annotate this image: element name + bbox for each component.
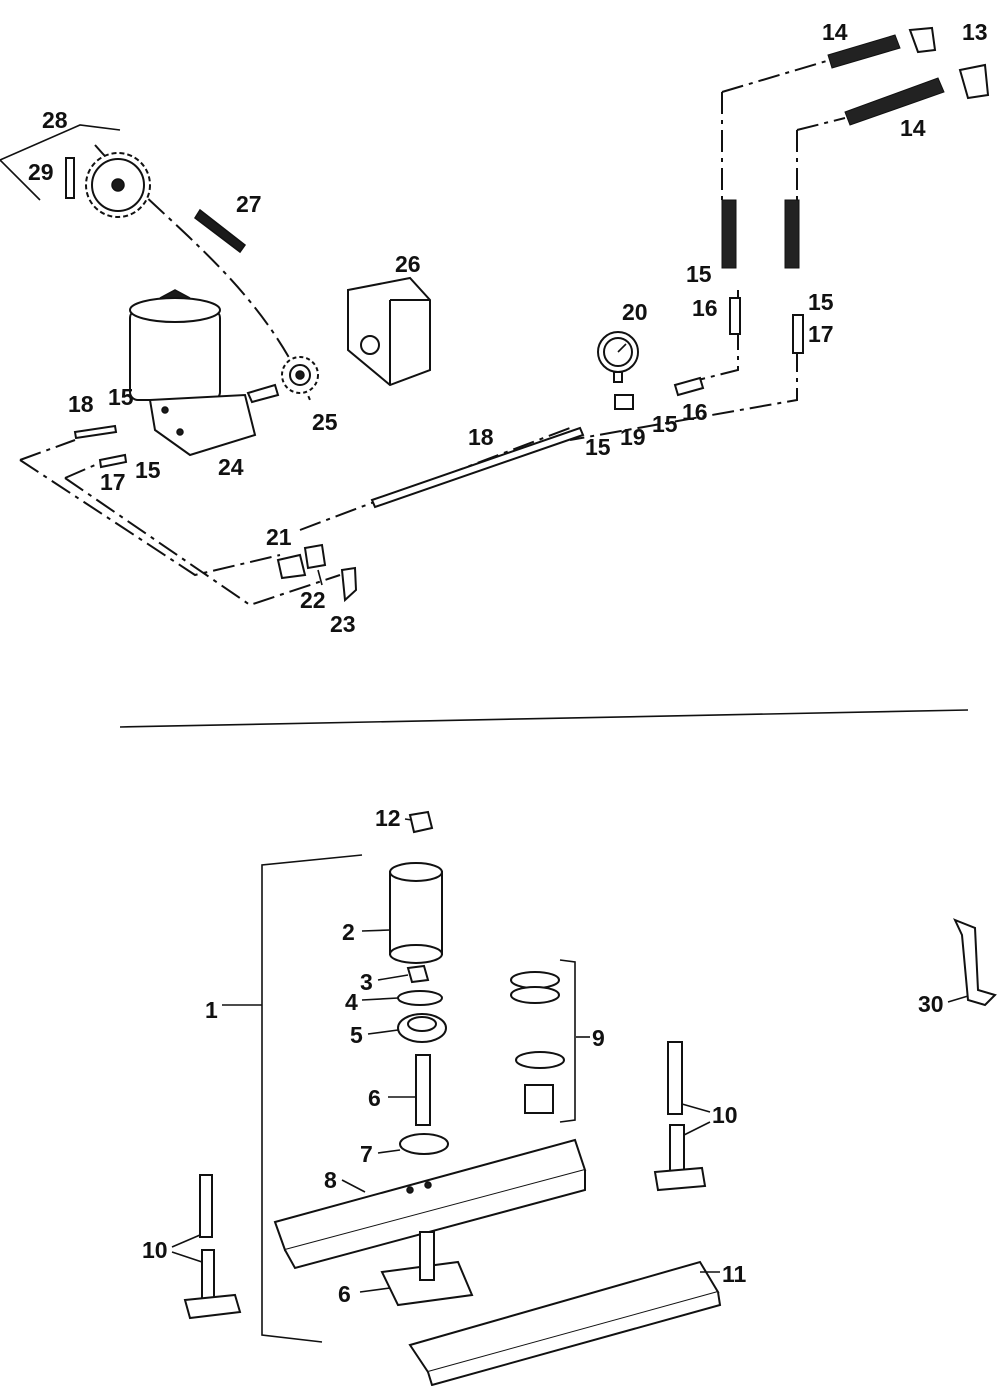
bracket-9 [559,959,576,1123]
bolt-17 [98,453,128,469]
section-divider [119,709,969,728]
seal-kit [510,971,565,1114]
callout-24: 24 [218,454,244,480]
rod-long [370,426,585,509]
cap-12 [408,810,434,834]
callout-2: 2 [342,919,355,945]
stud-10-right [653,1041,707,1192]
callout-15: 15 [652,411,678,437]
pulley-5 [397,1013,447,1043]
callout-18: 18 [68,391,94,417]
callout-4: 4 [345,989,358,1015]
bracket-30 [953,918,997,1007]
sprocket-small [281,356,319,394]
callout-labels: 14 13 14 28 29 27 26 15 16 20 15 17 18 1… [28,19,988,1307]
clip-21 [276,553,307,580]
base-plate-6 [380,1231,474,1307]
washer-4 [397,990,443,1006]
elbow-fittings [908,26,990,100]
clip-22 [317,569,323,586]
callout-15: 15 [585,434,611,460]
callout-17: 17 [808,321,834,347]
callout-29: 29 [28,159,54,185]
clip-23 [340,566,358,603]
channel-rail [408,1260,722,1386]
fitting-16-upper [729,297,741,335]
pressure-gauge [597,331,639,383]
fitting-17-upper [792,314,804,354]
shaft-6 [415,1054,431,1126]
callout-30: 30 [918,991,944,1017]
hoses [721,34,945,269]
callout-23: 23 [330,611,356,637]
bracket-1 [261,854,363,1343]
callout-12: 12 [375,805,401,831]
callout-10: 10 [142,1237,168,1263]
callout-26: 26 [395,251,421,277]
callout-27: 27 [236,191,262,217]
callout-13: 13 [962,19,988,45]
callout-20: 20 [622,299,648,325]
bracket-28-29 [0,124,121,161]
callout-28: 28 [42,107,68,133]
callout-1: 1 [205,997,218,1023]
callout-10: 10 [712,1102,738,1128]
callout-15: 15 [108,384,134,410]
callout-8: 8 [324,1167,337,1193]
power-steering-pump [129,289,280,457]
callout-7: 7 [360,1141,373,1167]
bolt-18 [73,424,118,440]
stud-10-left [183,1174,242,1320]
leader-lines [171,818,969,1293]
callout-6: 6 [368,1085,381,1111]
callout-14: 14 [900,115,926,141]
callout-19: 19 [620,424,646,450]
callout-18: 18 [468,424,494,450]
callout-21: 21 [266,524,292,550]
fitting-16-lower [673,376,705,397]
roller-chain [194,208,247,254]
cylinder [389,862,443,964]
callout-3: 3 [360,969,373,995]
callout-11: 11 [722,1261,747,1287]
flange-7 [399,1133,449,1155]
tee-fitting [614,394,634,410]
key [65,157,75,199]
callout-9: 9 [592,1025,605,1051]
callout-17: 17 [100,469,126,495]
sprocket-large [85,152,151,218]
mounting-bar [273,1138,587,1270]
pump-bracket [347,276,431,387]
callout-5: 5 [350,1022,363,1048]
callout-6: 6 [338,1281,351,1307]
callout-14: 14 [822,19,848,45]
nut-3 [406,964,430,984]
callout-15: 15 [135,457,161,483]
callout-15: 15 [808,289,834,315]
callout-16: 16 [692,295,718,321]
callout-22: 22 [300,587,326,613]
callout-15: 15 [686,261,712,287]
callout-25: 25 [312,409,338,435]
callout-16: 16 [682,399,708,425]
